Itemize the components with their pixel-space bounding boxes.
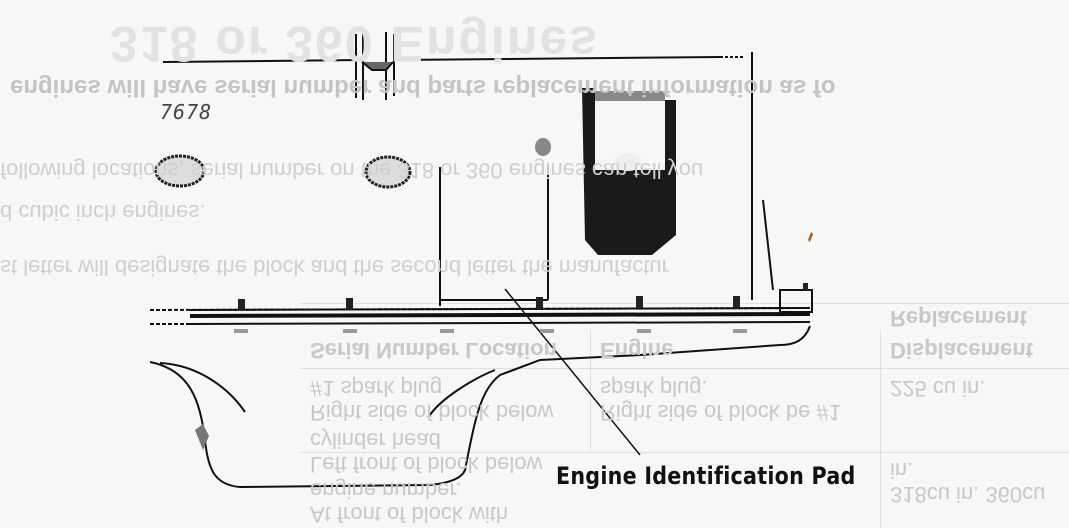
show-through-title: 318 or 360 Engines — [110, 16, 600, 72]
show-through-header: Engine — [600, 338, 674, 363]
callout-label: Engine Identification Pad — [556, 462, 856, 490]
part-number: 7678 — [160, 100, 213, 124]
show-through-line: engines will have serial number and part… — [10, 74, 836, 101]
show-through-header: Serial Number Location — [310, 338, 557, 363]
show-through-cell: Right side of block below #1 spark plug — [310, 376, 554, 425]
show-through-header: Replacement — [890, 306, 1027, 331]
show-through-line: following locations, serial number on th… — [0, 158, 704, 183]
show-through-header: Displacement — [890, 338, 1034, 363]
show-through-line: st letter will designate the block and t… — [0, 255, 669, 280]
show-through-cell: 225 cu in. — [890, 376, 986, 401]
show-through-cell: At front of block with engine number. — [310, 478, 509, 527]
show-through-cell: 318cu in. 360cu in. — [890, 458, 1046, 507]
show-through-line: d cubic inch engines. — [0, 200, 206, 225]
show-through-cell: Left front of block below cylinder head — [310, 428, 543, 477]
show-through-cell: Right side of block be #1 spark plug. — [600, 376, 841, 425]
